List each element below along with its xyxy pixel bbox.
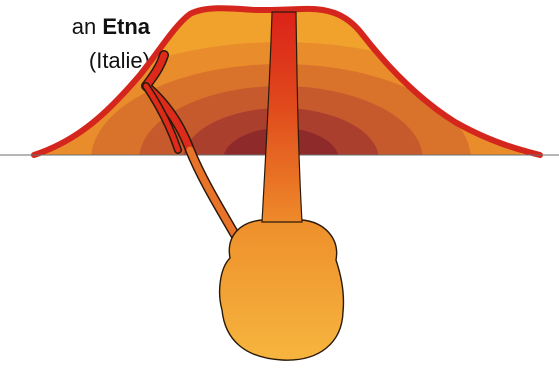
magma-chamber	[220, 220, 344, 360]
